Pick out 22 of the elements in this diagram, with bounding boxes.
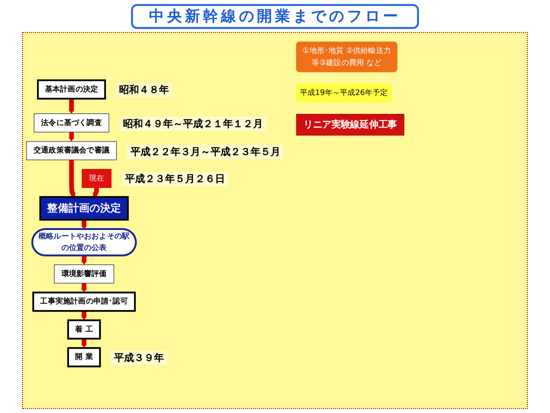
node-box <box>26 141 117 160</box>
arrow <box>92 186 99 198</box>
node-box <box>296 114 404 136</box>
node-box <box>39 196 129 221</box>
date-text: 平成３９年 <box>110 351 167 366</box>
date-text: 昭和４９年～平成２１年１２月 <box>120 116 266 131</box>
arrow <box>68 130 74 142</box>
arrow <box>81 282 87 293</box>
node-box <box>32 292 136 312</box>
date-text: 平成２２年３月～平成２３年５月 <box>127 144 284 159</box>
arrow <box>81 337 87 348</box>
arrow <box>69 158 76 198</box>
node-box <box>54 264 114 284</box>
arrow <box>68 98 74 114</box>
node-box <box>34 113 110 132</box>
node-box <box>37 79 106 100</box>
diagram-title: 中央新幹線の開業までのフロー <box>131 4 419 29</box>
date-text: 平成２３年５月２６日 <box>122 172 228 186</box>
date-text: 昭和４８年 <box>116 83 172 98</box>
node-box <box>82 168 112 188</box>
node-box <box>67 347 101 368</box>
node-box <box>67 319 101 340</box>
